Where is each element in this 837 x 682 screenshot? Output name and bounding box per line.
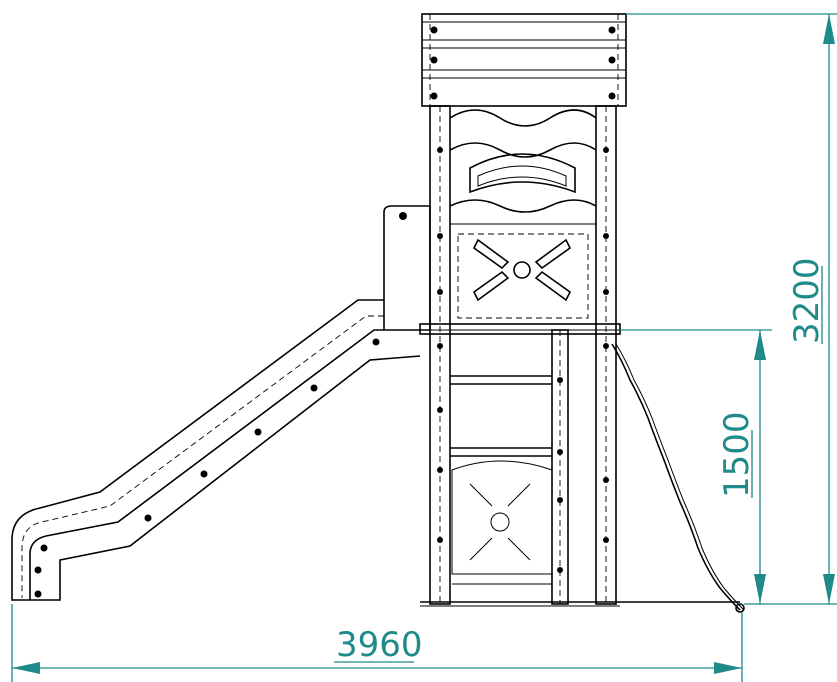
ground-base	[420, 601, 740, 607]
climbing-rope	[611, 343, 745, 613]
post-bolts	[437, 147, 609, 573]
tower-posts	[429, 105, 617, 605]
dimension-total-width: 3960	[11, 604, 743, 682]
dimension-width-label: 3960	[336, 625, 423, 665]
dimension-height-label: 3200	[787, 257, 827, 344]
platform-deck	[380, 323, 621, 335]
dimension-total-height: 3200	[626, 13, 837, 605]
upper-cross-panel	[457, 233, 589, 319]
dimension-platform-height: 1500	[620, 329, 772, 604]
slide	[11, 205, 431, 601]
upper-panel	[449, 109, 597, 225]
dimension-platform-label: 1500	[717, 411, 757, 498]
ladder-rungs	[450, 375, 552, 457]
lower-cross-panel	[451, 460, 553, 585]
roof	[421, 13, 627, 107]
